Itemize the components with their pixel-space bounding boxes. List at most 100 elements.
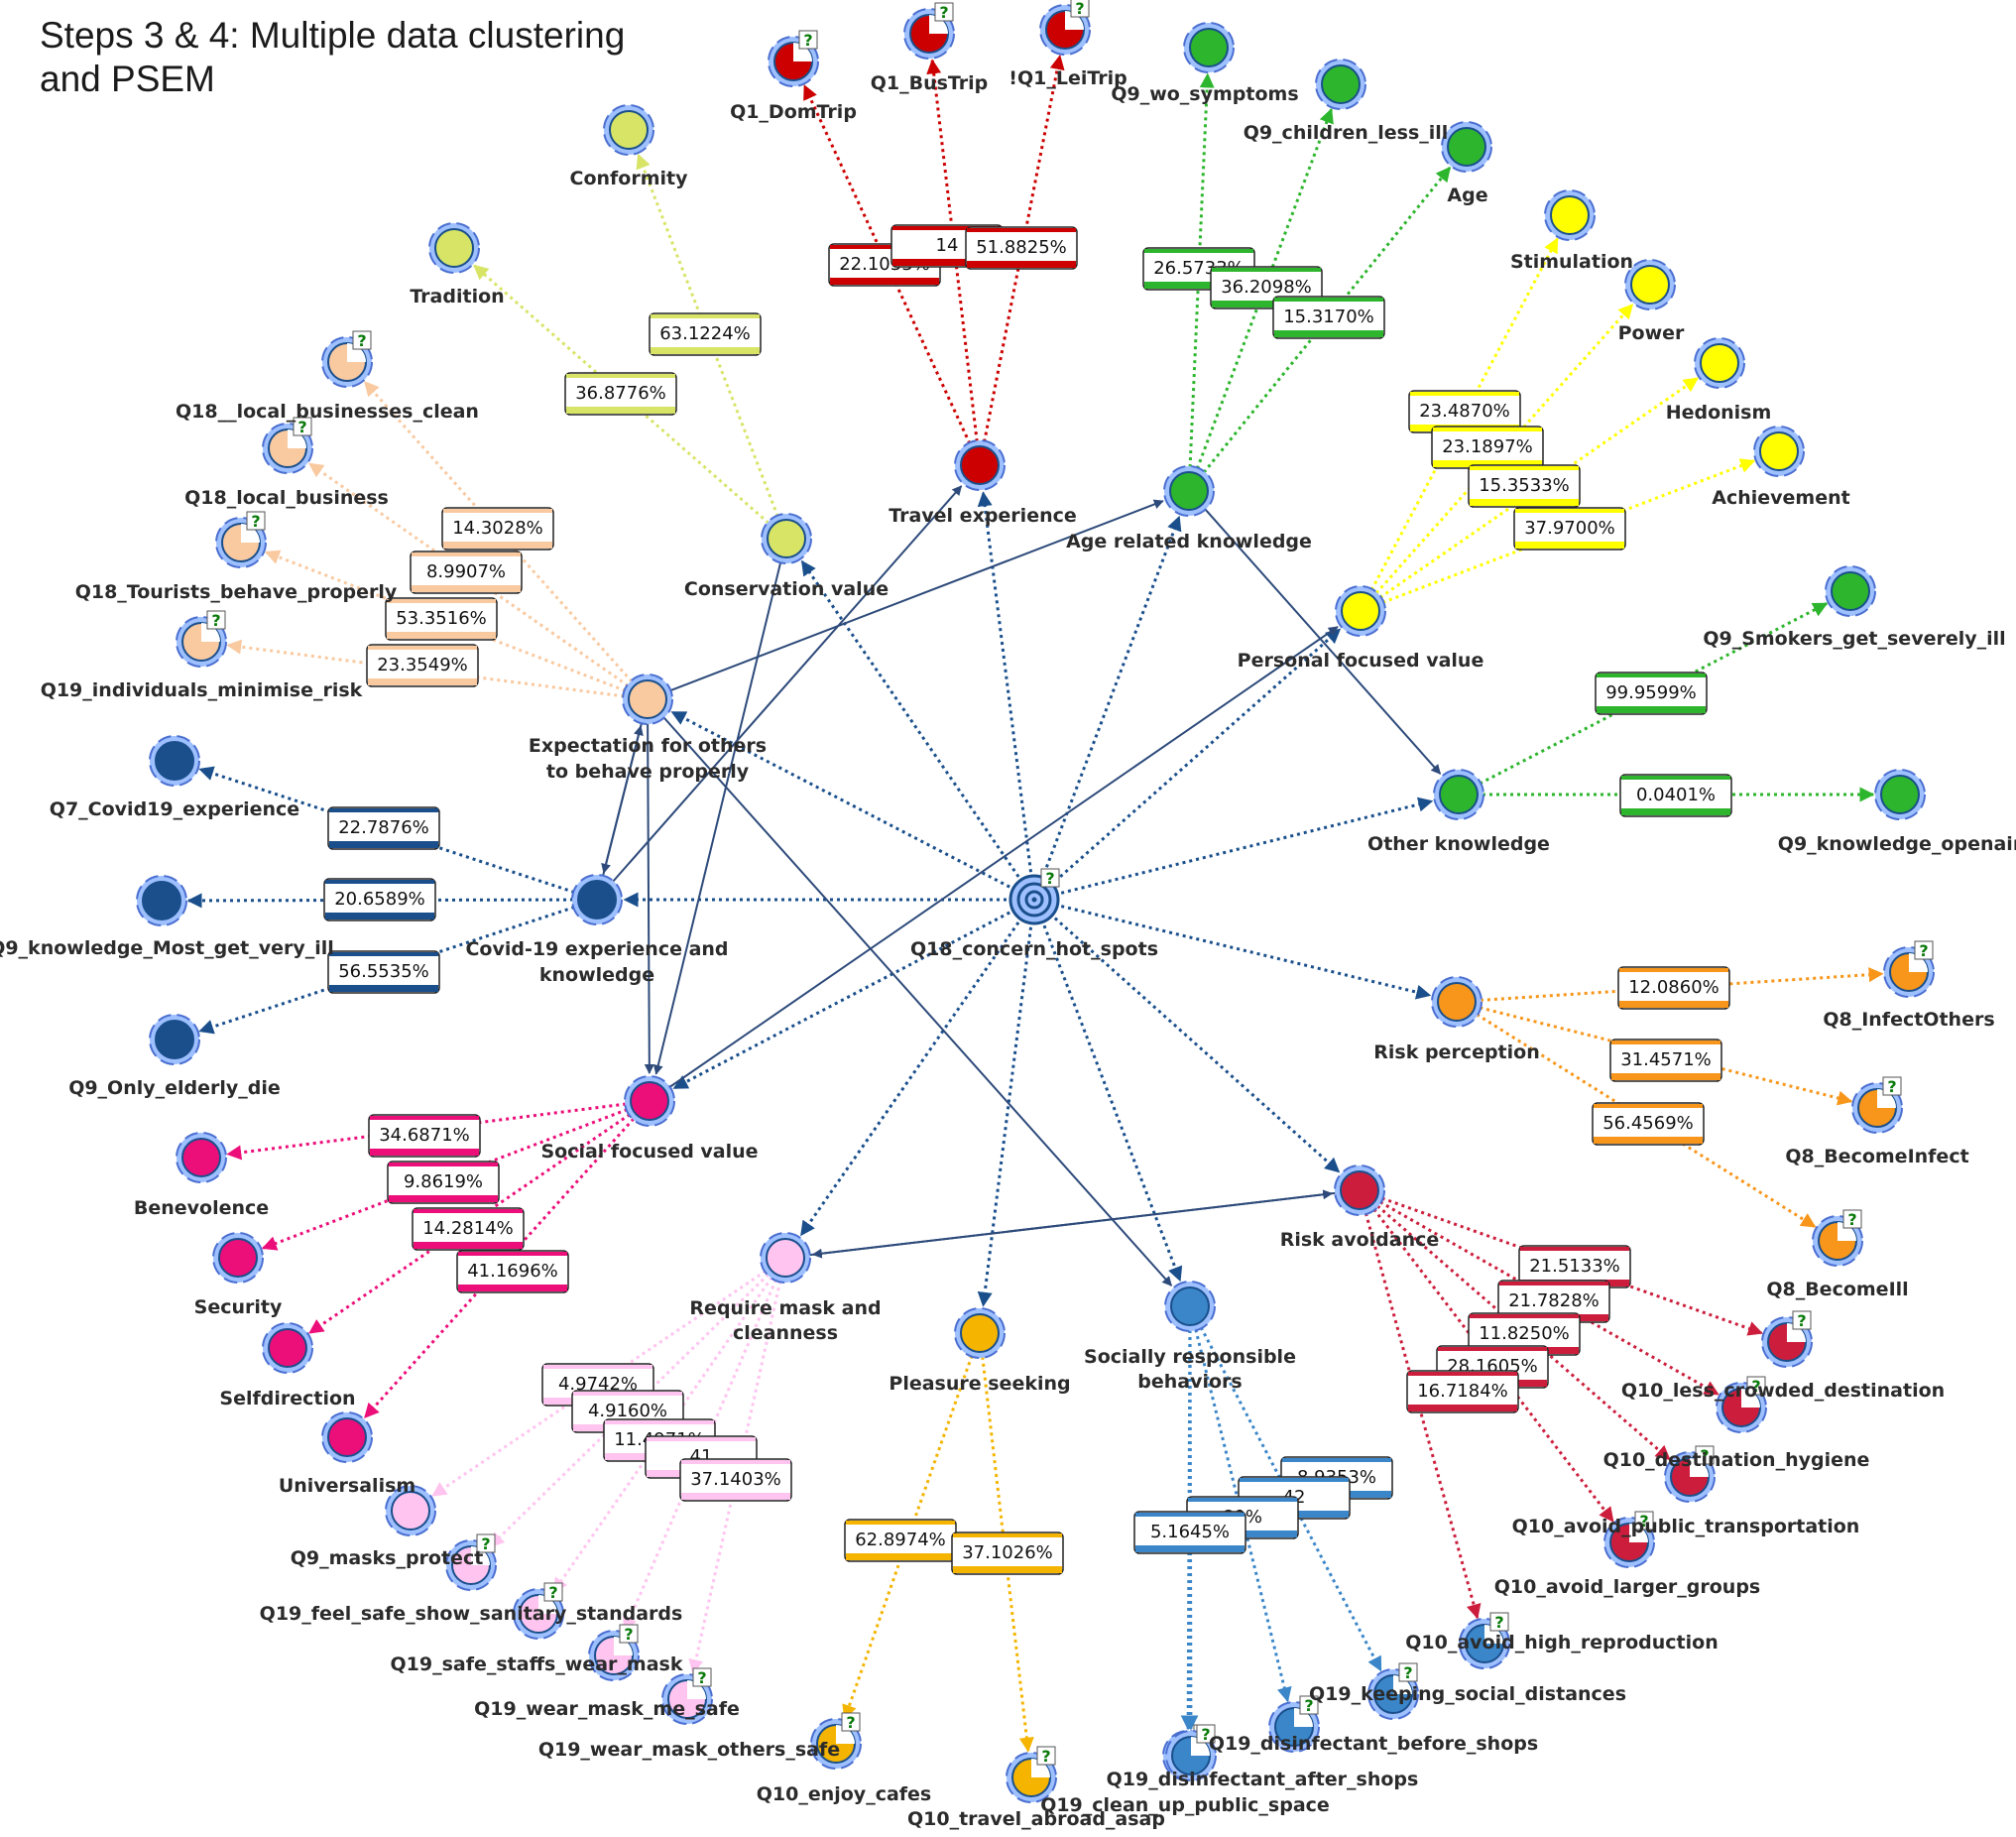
node-trad[interactable] xyxy=(428,222,480,274)
node-ageknow[interactable] xyxy=(1163,465,1215,517)
node-q9only[interactable] xyxy=(149,1014,200,1065)
node-riskav[interactable] xyxy=(1334,1164,1385,1216)
label-q19fs: Q19_feel_safe_show_sanitary_standards xyxy=(260,1603,683,1625)
question-icon: ? xyxy=(1489,1612,1509,1632)
node-socialv[interactable] xyxy=(624,1075,675,1127)
node-q9masks[interactable] xyxy=(385,1485,436,1536)
node-q8inf[interactable]: ? xyxy=(1883,940,1935,998)
svg-text:?: ? xyxy=(1403,1663,1412,1682)
node-personal[interactable] xyxy=(1335,585,1386,637)
node-q19dbs[interactable]: ? xyxy=(1268,1695,1320,1753)
node-q10abroad[interactable]: ? xyxy=(1006,1746,1057,1803)
node-q9ch[interactable] xyxy=(1315,59,1366,110)
node-riskp[interactable] xyxy=(1431,976,1482,1028)
svg-text:?: ? xyxy=(1919,941,1928,960)
probability-value: 15.3533% xyxy=(1479,475,1570,496)
node-q8becinf[interactable]: ? xyxy=(1851,1076,1903,1134)
node-q9most[interactable] xyxy=(136,875,187,926)
probability-box: 14.3028% xyxy=(441,507,554,551)
label-socbeh: behaviors xyxy=(1137,1371,1242,1393)
label-q18tb: Q18_Tourists_behave_properly xyxy=(75,581,398,603)
question-icon: ? xyxy=(798,30,818,50)
node-q19fs[interactable]: ? xyxy=(445,1533,497,1591)
edge-hub-pleasure xyxy=(977,926,1032,1307)
node-q8becill[interactable]: ? xyxy=(1812,1209,1863,1267)
node-univ[interactable] xyxy=(321,1411,373,1463)
svg-text:?: ? xyxy=(1887,1077,1896,1096)
node-q19wmo[interactable]: ? xyxy=(661,1667,713,1725)
node-achiev[interactable] xyxy=(1753,426,1805,477)
node-q1b[interactable]: ? xyxy=(903,2,955,60)
node-covid[interactable] xyxy=(571,874,623,925)
label-mask: cleanness xyxy=(733,1322,838,1344)
probability-box: 16.7184% xyxy=(1406,1370,1519,1413)
node-selfd[interactable] xyxy=(262,1322,313,1374)
probability-value: 36.8776% xyxy=(575,383,666,404)
node-q18lb[interactable]: ? xyxy=(262,417,313,474)
svg-text:?: ? xyxy=(1041,1747,1050,1766)
node-q10arr[interactable]: ? xyxy=(1459,1612,1510,1669)
probability-value: 63.1224% xyxy=(659,323,751,344)
node-secur[interactable] xyxy=(212,1232,264,1284)
question-icon: ? xyxy=(293,417,312,436)
node-q19cups[interactable]: ? xyxy=(1165,1724,1217,1781)
probability-box: 63.1224% xyxy=(649,312,762,356)
node-q19wmm[interactable]: ? xyxy=(588,1624,640,1681)
node-hub[interactable]: ? xyxy=(1008,868,1060,925)
node-q7[interactable] xyxy=(149,735,200,787)
node-otherk[interactable] xyxy=(1433,769,1484,820)
label-riskp: Risk perception xyxy=(1373,1041,1539,1063)
probability-box: 56.5535% xyxy=(327,950,440,994)
node-q10alg[interactable]: ? xyxy=(1603,1511,1655,1568)
node-conform[interactable] xyxy=(603,104,654,156)
node-socbeh[interactable] xyxy=(1164,1281,1216,1332)
node-q10apt[interactable]: ? xyxy=(1664,1445,1716,1503)
node-conserv[interactable] xyxy=(761,513,812,564)
svg-text:?: ? xyxy=(1494,1613,1503,1632)
probability-box: 23.3549% xyxy=(366,644,479,687)
question-icon: ? xyxy=(352,330,372,350)
edge-covid-q9most xyxy=(186,893,574,909)
node-q9open[interactable] xyxy=(1874,769,1926,820)
question-icon: ? xyxy=(934,2,954,22)
node-stim[interactable] xyxy=(1544,189,1596,241)
node-q1l[interactable]: ? xyxy=(1039,0,1091,56)
edge-expect-q18lb xyxy=(307,462,630,687)
node-travel[interactable] xyxy=(954,439,1006,491)
node-pleasure[interactable] xyxy=(954,1307,1006,1359)
label-ageknow: Age related knowledge xyxy=(1066,531,1312,552)
label-socbeh: Socially responsible xyxy=(1084,1346,1296,1368)
node-q18lbc[interactable]: ? xyxy=(321,330,373,388)
node-q10dh[interactable]: ? xyxy=(1716,1376,1767,1433)
node-q1d[interactable]: ? xyxy=(768,30,819,87)
question-icon: ? xyxy=(1842,1209,1862,1229)
node-q9smok[interactable] xyxy=(1825,565,1876,617)
node-age[interactable] xyxy=(1441,121,1492,173)
svg-text:?: ? xyxy=(1045,869,1054,888)
node-power[interactable] xyxy=(1624,259,1676,310)
node-q10cafes[interactable]: ? xyxy=(810,1712,862,1770)
probability-value: 4.9742% xyxy=(558,1374,638,1395)
node-q10lc[interactable]: ? xyxy=(1761,1310,1813,1368)
question-icon: ? xyxy=(246,511,266,531)
node-q19ss[interactable]: ? xyxy=(513,1582,564,1640)
probability-box: 15.3533% xyxy=(1468,464,1581,508)
arc-expect-socbeh xyxy=(662,716,1173,1286)
node-benev[interactable] xyxy=(176,1132,227,1183)
node-q9wo[interactable] xyxy=(1183,22,1235,73)
label-trad: Tradition xyxy=(410,286,504,307)
node-q19ind[interactable]: ? xyxy=(176,610,227,668)
label-q19wmm: Q19_wear_mask_me_safe xyxy=(474,1698,740,1720)
probability-value: 4.9160% xyxy=(588,1401,667,1421)
question-icon: ? xyxy=(476,1533,496,1553)
probability-value: 56.4569% xyxy=(1602,1113,1694,1134)
node-q19ksd[interactable]: ? xyxy=(1367,1662,1419,1720)
question-icon: ? xyxy=(1398,1662,1418,1682)
question-icon: ? xyxy=(1040,868,1060,888)
svg-text:?: ? xyxy=(548,1583,557,1602)
node-mask[interactable] xyxy=(760,1232,811,1284)
node-q18tb[interactable]: ? xyxy=(215,511,267,568)
node-expect[interactable] xyxy=(622,674,673,725)
node-hedon[interactable] xyxy=(1694,337,1745,389)
label-expect: to behave properly xyxy=(546,761,750,783)
